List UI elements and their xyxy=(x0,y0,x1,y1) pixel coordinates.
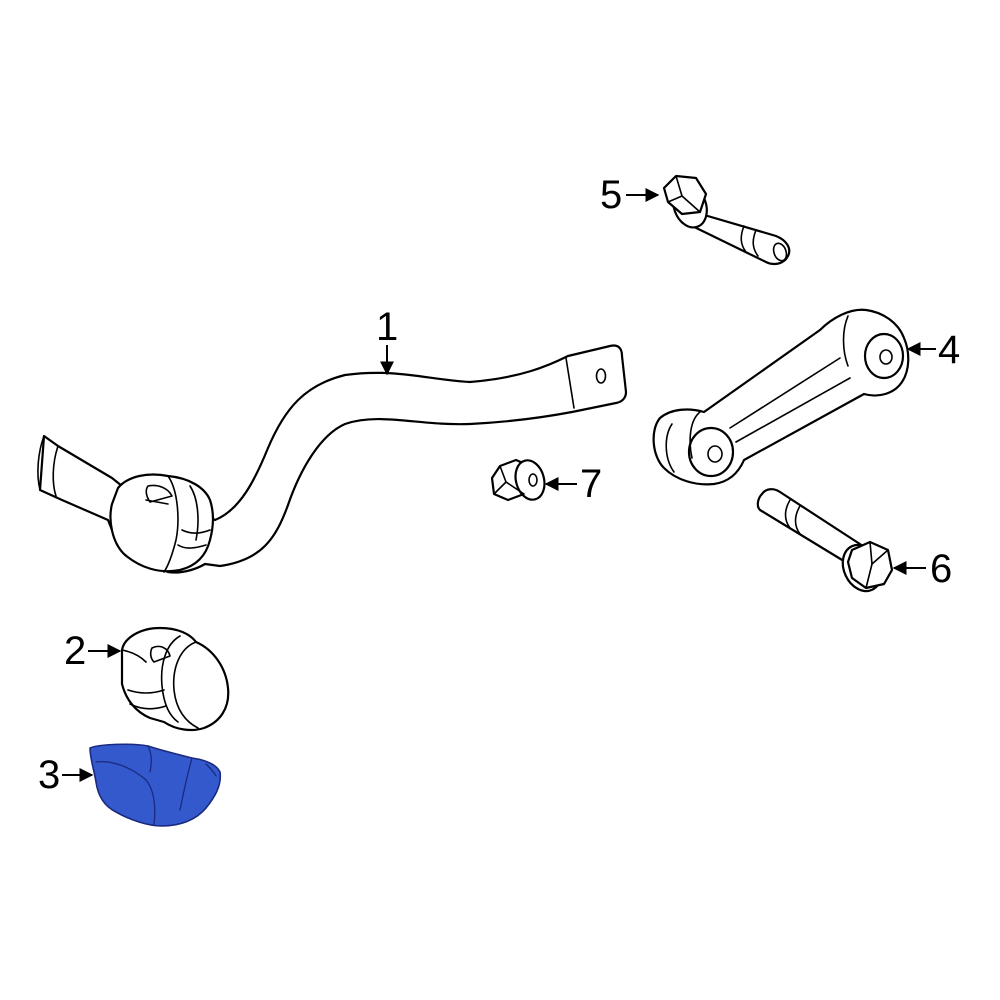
callout-label: 2 xyxy=(64,629,86,673)
bushing[interactable] xyxy=(120,626,230,732)
bushing-bracket[interactable] xyxy=(89,743,222,827)
lower-bolt[interactable] xyxy=(756,488,894,597)
bracket-body xyxy=(89,743,222,827)
callout-label: 6 xyxy=(930,547,952,591)
callout-3: 3 xyxy=(38,753,94,797)
callout-label: 3 xyxy=(38,753,60,797)
callout-label: 4 xyxy=(938,328,960,372)
callout-label: 7 xyxy=(580,462,602,506)
callout-6: 6 xyxy=(892,547,952,591)
stabilizer-bar[interactable] xyxy=(37,344,628,574)
callout-label: 1 xyxy=(376,305,398,349)
callout-4: 4 xyxy=(906,328,960,372)
callout-1: 1 xyxy=(376,305,398,376)
callout-5: 5 xyxy=(600,173,660,217)
callout-7: 7 xyxy=(544,462,602,506)
stabilizer-link[interactable] xyxy=(652,308,910,486)
callout-2: 2 xyxy=(64,629,122,673)
callout-label: 5 xyxy=(600,173,622,217)
upper-bolt[interactable] xyxy=(662,174,791,266)
nut[interactable] xyxy=(490,457,549,503)
